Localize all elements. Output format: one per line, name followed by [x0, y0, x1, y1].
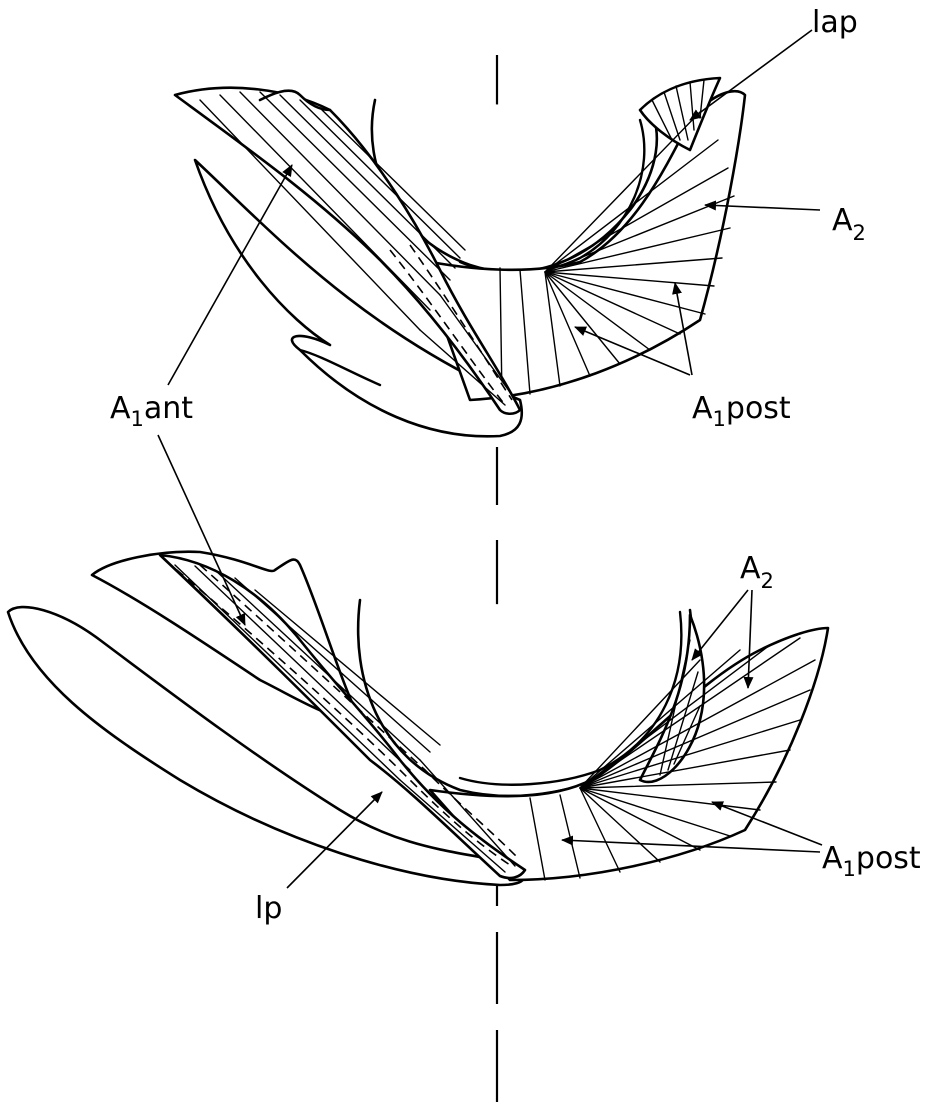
label-a1post-top: A1post: [692, 391, 791, 431]
label-a1ant: A1ant: [110, 391, 193, 431]
bottom-figure: [8, 540, 828, 1105]
label-lp: lp: [255, 891, 282, 926]
arrow-lap: [690, 30, 812, 120]
label-a1post-bottom: A1post: [822, 841, 921, 881]
label-a2-bottom: A2: [740, 551, 774, 593]
label-lap: lap: [812, 5, 858, 40]
label-a2-top: A2: [832, 203, 866, 245]
top-figure: [175, 55, 745, 505]
